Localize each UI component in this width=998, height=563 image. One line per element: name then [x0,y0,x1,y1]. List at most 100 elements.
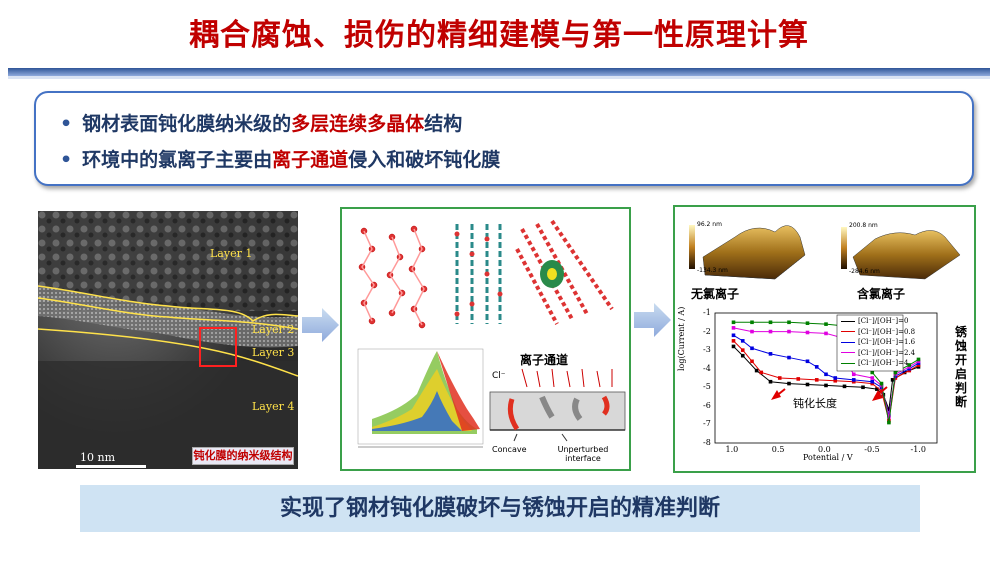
legend-label: [Cl⁻]/[OH⁻]=1.6 [858,338,916,346]
data-point [750,320,754,325]
legend-entry: [Cl⁻]/[OH⁻]=0.8 [841,328,915,336]
scale-bar [76,465,146,468]
with-chloride-label: 含氯离子 [857,287,906,301]
y-tick-label: -1 [703,308,711,317]
legend-swatch [841,362,855,364]
data-point [907,368,912,373]
data-point [824,383,828,388]
data-point [805,382,810,387]
data-point [851,379,856,384]
legend-label: [Cl⁻]/[OH⁻]=0 [858,317,909,325]
data-point [824,372,828,377]
chloride-label: Cl⁻ [492,371,506,381]
data-point [833,376,838,380]
legend-label: [Cl⁻]/[OH⁻]=0.8 [858,327,916,336]
x-axis-label: Potential / V [803,453,853,462]
data-point [768,379,773,384]
data-point [750,329,754,334]
data-point [759,370,764,375]
bullet-highlight: 多层连续多晶体 [291,113,425,135]
legend-entry: [Cl⁻]/[OH⁻]=0 [841,317,908,325]
layer-3-label: Layer 3 [252,346,295,359]
title-rule [8,68,990,76]
key-points-box: • 钢材表面钝化膜纳米级的多层连续多晶体结构 •环境中的氯离子主要由离子通道侵入和… [34,91,974,186]
afm-images [689,225,961,444]
data-point [805,359,810,364]
data-point [907,363,912,367]
data-point [870,381,875,386]
y-tick-label: -3 [703,345,711,355]
data-point [750,359,754,364]
data-point [750,346,754,351]
unperturbed-label: Unperturbed interface [557,445,609,463]
crystal-structure-1 [358,225,428,329]
afm-right-min: -284.6 nm [849,268,880,275]
y-tick-label: -7 [703,419,711,429]
data-point [875,387,879,391]
data-point [887,420,891,425]
y-axis-label: log(Current / A) [677,306,686,371]
afm-with-chloride [841,227,961,280]
experiment-panel: 96.2 nm -134.3 nm 200.8 nm -284.6 nm 无氯离… [673,205,976,473]
data-point [893,370,898,375]
data-point [870,370,875,375]
crystal-structure-3 [515,219,614,325]
legend-swatch [841,341,855,343]
data-point [787,355,791,360]
molecular-structures [357,219,626,448]
bullet-chloride: •环境中的氯离子主要由离子通道侵入和破坏钝化膜 [60,145,500,172]
afm-right-max: 200.8 nm [849,222,878,229]
legend-swatch [841,320,855,322]
data-point [907,366,912,371]
data-point [814,378,819,382]
data-point [824,322,828,326]
data-point [916,361,921,365]
data-point [740,348,745,352]
data-point [887,407,891,412]
data-point [851,372,856,377]
slide-title: 耦合腐蚀、损伤的精细建模与第一性原理计算 [189,18,809,53]
data-point [731,339,736,343]
layer-boundary [38,328,298,377]
ion-channel-title: 离子通道 [520,353,569,367]
data-point [870,376,875,380]
energy-scatter-plot [357,348,484,448]
layer-4-label: Layer 4 [252,400,295,413]
corrosion-onset-label: 锈蚀开启判断 [954,325,967,409]
bullet-dot: • [60,149,73,171]
data-point [907,365,912,369]
data-point [824,331,828,336]
x-tick-label: 0.5 [771,445,785,454]
data-point [731,344,736,349]
afm-left-min: -134.3 nm [697,267,728,274]
data-point [916,357,921,362]
data-point [805,321,810,326]
data-point [787,320,791,325]
data-point [787,381,791,386]
bullet-text: 结构 [424,113,463,135]
legend-entry: [Cl⁻]/[OH⁻]=2.4 [841,349,915,357]
data-point [887,415,891,419]
y-tick-label: -2 [703,326,711,336]
y-tick-label: -4 [703,363,711,373]
conclusion-banner: 实现了钢材钝化膜破坏与锈蚀开启的精准判断 [80,485,920,532]
data-point [731,326,736,330]
data-point [731,320,736,325]
data-point [754,368,759,373]
tem-caption: 钝化膜的纳米级结构 [192,447,294,465]
concave-label: Concave [492,445,527,454]
x-tick-label: -0.5 [864,445,880,454]
legend-swatch [841,331,855,332]
tem-overlay [38,211,298,469]
legend-entry: [Cl⁻]/[OH⁻]=1.6 [841,338,915,346]
legend-swatch [841,352,855,353]
afm-left-max: 96.2 nm [697,221,722,228]
x-tick-label: 0.0 [818,445,831,454]
data-point [777,376,782,380]
bullet-dot: • [60,113,73,135]
y-tick-label: -8 [703,438,711,447]
bullet-text: 钢材表面钝化膜纳米级的 [82,113,292,135]
bullet-text: 侵入和破坏钝化膜 [348,149,501,171]
y-tick-label: -5 [703,382,711,392]
data-point [916,363,921,367]
